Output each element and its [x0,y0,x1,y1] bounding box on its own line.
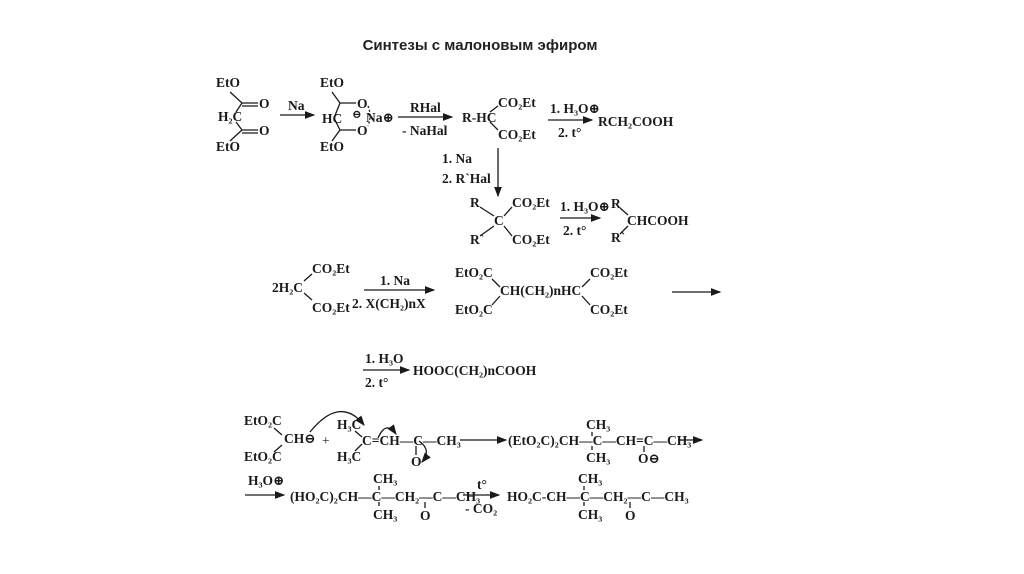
enone-o: O [411,454,422,469]
reagent-heat-1: 2. t° [558,125,582,140]
reactant2-co2et-bottom: CO₂Et [312,300,350,315]
malonate-o-top: O [259,96,270,111]
enolate-chelate [367,105,371,127]
reagent-h3o-2: 1. H₃O⊕ [560,199,610,214]
acid-chain: (HO₂C)₂CH—C—CH₂—C—CH₃ [290,489,481,504]
adduct-ch3-bottom: CH₃ [586,450,611,465]
product-di-r: R [611,196,621,211]
enolate-eto-top: EtO [320,75,345,90]
dialkyl-co2et-top: CO₂Et [512,195,550,210]
reagent3-h3o: H₃O⊕ [248,473,285,488]
dialkyl-r: R [470,195,480,210]
adduct-chain: (EtO₂C)₂CH—C—CH=C—CH₃ [508,433,692,448]
reagent-rhal: RHal [410,100,441,115]
reagent2-h3o: 1. H₃O [365,351,404,366]
dialkyl-r2: R` [470,232,485,247]
intermediate2-bonds [491,278,591,306]
final-product-chain: HO₂C-CH—C—CH₂—C—CH₃ [507,489,689,504]
anion-bonds [273,427,283,453]
reagent2-dihalide: 2. X(CH₂)nX [352,296,426,311]
plus-sign: + [322,433,330,448]
byproduct-co2: - CO₂ [465,501,498,516]
reagent2-heat: 2. t° [365,375,389,390]
malonate-o-bottom: O [259,123,270,138]
final-product-ch3-bottom: CH₃ [578,507,603,522]
enone-h3c-bottom: H₃C [337,449,362,464]
acid-o: O [420,508,431,523]
malonate-bonds [229,91,258,142]
reagent-r-hal: 2. R`Hal [442,171,491,186]
enolate-o-top: O [357,96,368,111]
final-product-ch3-top: CH₃ [578,471,603,486]
curved-arrow-carbonyl [418,440,431,463]
product-rch2cooh: RCH₂COOH [598,114,674,129]
dialkyl-bonds [479,206,513,237]
adduct-ch3-top: CH₃ [586,417,611,432]
intermediate2-co2et-top: CO₂Et [590,265,628,280]
reagent3-heat: t° [477,477,487,492]
monoalkyl-co2et-bottom: CO₂Et [498,127,536,142]
adduct-o: O⊖ [638,451,660,466]
byproduct-nahal: - NaHal [402,123,448,138]
dialkyl-co2et-bottom: CO₂Et [512,232,550,247]
acid-ch3-bottom: CH₃ [373,507,398,522]
enolate-sodium: Na⊕ [366,110,394,125]
enone-chain: C=CH—C—CH₃ [362,433,461,448]
reactant2-bonds [303,273,313,301]
intermediate2-eto2c-bottom: EtO₂C [455,302,493,317]
anion-eto2c-bottom: EtO₂C [244,449,282,464]
final-product-bonds [583,486,631,508]
malonate-h2c: H₂C [218,109,243,124]
reagent2-na: 1. Na [380,273,410,288]
reagent-na-2: 1. Na [442,151,472,166]
monoalkyl-rhc: R-HC [462,110,497,125]
monoalkyl-bonds [489,105,499,131]
malonate-eto-top: EtO [216,75,241,90]
intermediate2-eto2c-top: EtO₂C [455,265,493,280]
acid-bonds [378,486,426,508]
product2-diacid: HOOC(CH₂)nCOOH [413,363,537,378]
reactant2-co2et-top: CO₂Et [312,261,350,276]
enolate-eto-bottom: EtO [320,139,345,154]
reactant2-h2c: 2H₂C [272,280,304,295]
anion-eto2c-top: EtO₂C [244,413,282,428]
enone-h3c-top: H₃C [337,417,362,432]
acid-ch3-top: CH₃ [373,471,398,486]
enolate-o-bottom: O [357,123,368,138]
curved-arrow-double-bond [377,424,397,439]
enone-bonds [354,430,363,452]
malonate-eto-bottom: EtO [216,139,241,154]
reagent-heat-2: 2. t° [563,223,587,238]
dialkyl-c: C [494,213,504,228]
product-di-bonds [619,207,629,235]
slide-title: Синтезы с малоновым эфиром [362,37,598,54]
monoalkyl-co2et-top: CO₂Et [498,95,536,110]
enolate-bonds [331,91,356,142]
enolate-hc: HC [322,111,343,126]
reagent-na: Na [288,98,305,113]
anion-ch: CH⊖ [284,431,316,446]
curved-arrow-attack [309,410,365,433]
enolate-negative-charge: ⊖ [352,109,362,121]
product-di-chcooh: CHCOOH [627,213,689,228]
final-product-o: O [625,508,636,523]
product-di-r2: R` [611,230,626,245]
intermediate2-co2et-bottom: CO₂Et [590,302,628,317]
intermediate2-chain: CH(CH₂)nHC [500,283,582,298]
adduct-bonds [591,432,645,452]
reagent-h3o-1: 1. H₃O⊕ [550,101,600,116]
